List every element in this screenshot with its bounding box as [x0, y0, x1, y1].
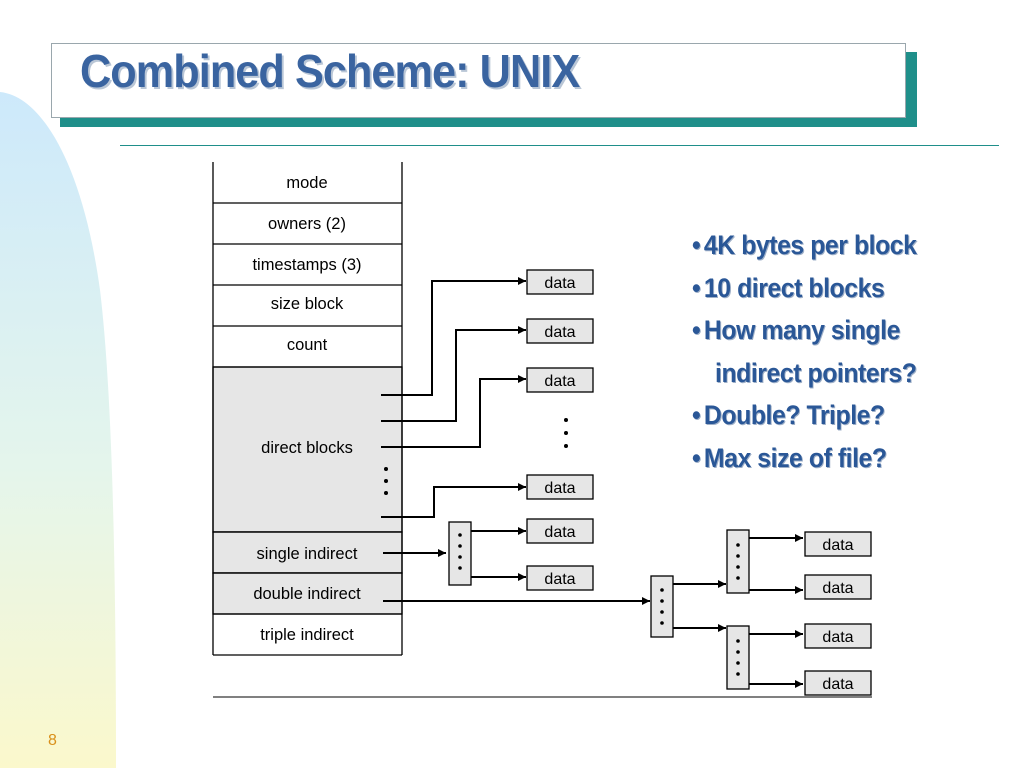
bullet-list: •4K bytes per block •10 direct blocks •H…	[692, 224, 936, 479]
data-label-6: data	[544, 571, 575, 588]
bullet-text: 4K bytes per block	[703, 230, 917, 260]
data-block-10	[804, 670, 872, 696]
bullet-text: Max size of file?	[703, 442, 887, 473]
field-double-indirect: double indirect	[253, 585, 361, 603]
bullet-item: •Double? Triple?	[692, 394, 917, 437]
data-block-5	[526, 518, 594, 544]
bullet-item: •4K bytes per block	[692, 224, 917, 267]
bullet-marker: •	[692, 230, 701, 260]
title-box	[51, 43, 906, 118]
data-block-3	[526, 367, 594, 393]
bullet-item: •Max size of file?	[692, 437, 917, 480]
data-label-5: data	[544, 524, 575, 541]
bullet-text: 10 direct blocks	[703, 272, 885, 303]
bullet-item: •10 direct blocks	[692, 267, 917, 310]
field-direct-blocks: direct blocks	[261, 439, 353, 457]
bullet-marker: •	[692, 272, 701, 303]
direct-blocks-ellipsis	[384, 467, 388, 495]
data-label-3: data	[544, 373, 575, 390]
data-block-2	[526, 318, 594, 344]
field-size-block: size block	[271, 295, 344, 313]
direct-pointer-arrow-4	[381, 483, 526, 518]
field-triple-indirect: triple indirect	[260, 626, 354, 644]
bullet-item: •How many single	[692, 309, 917, 352]
data-label-9: data	[822, 629, 853, 646]
data-block-9	[804, 623, 872, 649]
direct-blocks-cell	[212, 366, 403, 533]
data-block-8	[804, 574, 872, 600]
bullet-text: How many single	[703, 315, 900, 345]
data-block-7	[804, 531, 872, 557]
bullet-text: indirect pointers?	[715, 357, 917, 388]
direct-pointer-arrow-2	[381, 326, 526, 422]
bullet-marker: •	[692, 442, 701, 473]
bullet-item-continuation: indirect pointers?	[692, 352, 917, 395]
bullet-marker: •	[692, 400, 701, 430]
direct-pointer-arrow-1	[381, 277, 526, 396]
inode-table	[212, 162, 403, 656]
field-owners: owners (2)	[268, 215, 346, 233]
data-label-8: data	[822, 580, 853, 597]
data-label-10: data	[822, 676, 853, 693]
data-block-4	[526, 474, 594, 500]
data-blocks-ellipsis	[564, 418, 568, 448]
side-gradient-shape	[0, 92, 116, 768]
data-label-2: data	[544, 324, 575, 341]
bullet-text: Double? Triple?	[703, 400, 885, 430]
slide-title: Combined Scheme: UNIX	[80, 45, 580, 97]
field-count: count	[287, 336, 328, 354]
double-sub-index-block-2	[726, 625, 750, 690]
bullet-marker: •	[692, 315, 701, 345]
single-index-block	[448, 521, 472, 586]
data-label-7: data	[822, 537, 853, 554]
double-index-block	[650, 575, 674, 638]
field-timestamps: timestamps (3)	[252, 256, 361, 274]
double-sub-index-block-1	[726, 529, 750, 594]
field-single-indirect: single indirect	[257, 545, 358, 563]
data-block-6	[526, 565, 594, 591]
field-mode: mode	[286, 174, 327, 192]
data-label-4: data	[544, 480, 575, 497]
data-block-1	[526, 269, 594, 295]
data-label-1: data	[544, 275, 575, 292]
direct-pointer-arrow-3	[381, 375, 526, 448]
title-rule	[120, 145, 999, 146]
page-number: 8	[48, 732, 57, 749]
